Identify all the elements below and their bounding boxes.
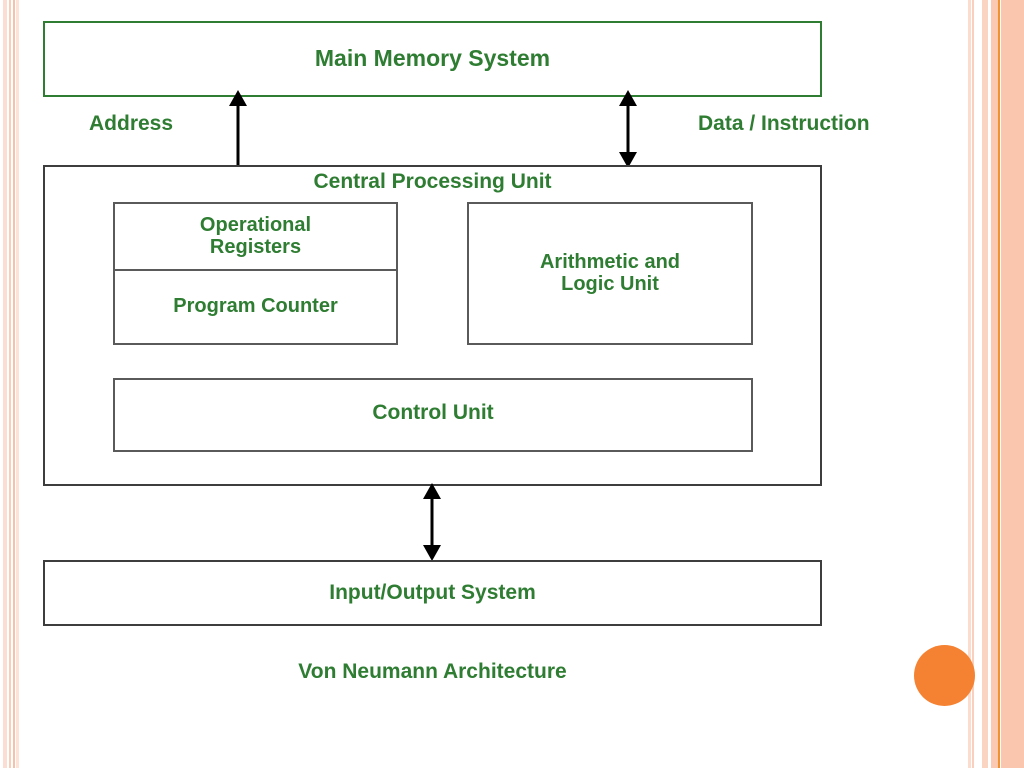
control-unit-label: Control Unit — [372, 401, 494, 424]
decorative-strip-right-1 — [968, 0, 971, 768]
decorative-strip-left-4 — [16, 0, 19, 768]
data-instruction-arrow — [619, 90, 637, 168]
decorative-strip-right-8 — [1001, 0, 1024, 768]
central-processing-unit-title: Central Processing Unit — [313, 170, 552, 193]
control-unit-box — [113, 378, 753, 452]
decorative-strip-right-6 — [991, 0, 998, 768]
diagram-caption: Von Neumann Architecture — [298, 660, 567, 683]
program-counter-label: Program Counter — [173, 295, 338, 317]
orange-circle-accent — [914, 645, 975, 706]
arithmetic-logic-unit-label: Arithmetic and Logic Unit — [539, 251, 681, 296]
input-output-system-box: Input/Output System — [43, 560, 822, 626]
operational-registers-label: Operational Registers — [199, 214, 312, 259]
decorative-strip-left-2 — [9, 0, 11, 768]
data-instruction-label: Data / Instruction — [698, 112, 870, 135]
decorative-strip-right-3 — [976, 0, 981, 768]
decorative-strip-right-4 — [982, 0, 988, 768]
address-label: Address — [89, 112, 174, 135]
decorative-strip-left-3 — [13, 0, 15, 768]
cpu-io-arrow — [423, 483, 441, 561]
input-output-system-label: Input/Output System — [329, 581, 536, 605]
registers-group-box — [113, 202, 398, 345]
arithmetic-logic-unit-box — [467, 202, 753, 345]
decorative-strip-right-7 — [998, 0, 1000, 768]
decorative-strip-right-2 — [972, 0, 974, 768]
main-memory-system-label: Main Memory System — [314, 45, 551, 72]
decorative-strip-left-1 — [3, 0, 7, 768]
main-memory-system-box: Main Memory System — [43, 21, 822, 97]
address-arrow — [229, 90, 247, 167]
decorative-strip-right-5 — [989, 0, 991, 768]
registers-divider — [113, 269, 398, 271]
